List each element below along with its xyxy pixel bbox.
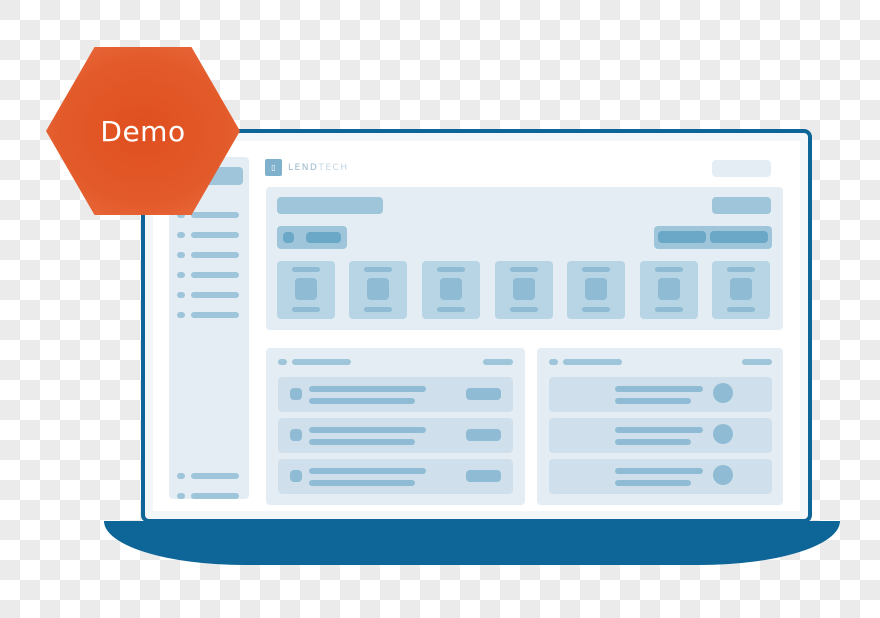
app-window: ▯ LENDTECH <box>153 141 800 511</box>
stat-tile[interactable] <box>640 261 698 319</box>
segment-option[interactable] <box>658 231 706 243</box>
demo-badge-label: Demo <box>100 114 186 148</box>
stat-tile[interactable] <box>422 261 480 319</box>
segment-option[interactable] <box>710 231 768 243</box>
card-link[interactable] <box>742 359 772 365</box>
segmented-control <box>654 226 772 249</box>
list-row[interactable] <box>278 459 513 494</box>
stat-tile[interactable] <box>712 261 770 319</box>
laptop-screen-frame: ▯ LENDTECH <box>141 129 812 523</box>
laptop-base <box>104 521 840 565</box>
list-row[interactable] <box>278 418 513 453</box>
overview-card <box>266 187 783 330</box>
overview-title <box>277 197 383 214</box>
overview-primary-button[interactable] <box>712 197 771 214</box>
list-row[interactable] <box>278 377 513 412</box>
brand-name: LENDTECH <box>288 162 349 173</box>
avatar <box>713 465 733 485</box>
stat-tile[interactable] <box>567 261 625 319</box>
filter-label <box>306 232 341 243</box>
list-row[interactable] <box>549 459 772 494</box>
lendtech-logo-icon: ▯ <box>265 159 282 176</box>
card-title <box>292 359 351 365</box>
stat-tile[interactable] <box>349 261 407 319</box>
stat-tile[interactable] <box>495 261 553 319</box>
list-row[interactable] <box>549 418 772 453</box>
filter-icon <box>283 232 294 243</box>
left-list-card <box>266 348 525 505</box>
stat-tile[interactable] <box>277 261 335 319</box>
app-header: ▯ LENDTECH <box>265 159 349 176</box>
card-icon <box>278 359 287 365</box>
avatar <box>713 383 733 403</box>
avatar <box>713 424 733 444</box>
card-icon <box>549 359 558 365</box>
header-action-button[interactable] <box>712 160 771 177</box>
filter-chip[interactable] <box>277 226 347 249</box>
right-list-card <box>537 348 783 505</box>
card-title <box>563 359 622 365</box>
list-row[interactable] <box>549 377 772 412</box>
card-link[interactable] <box>483 359 513 365</box>
